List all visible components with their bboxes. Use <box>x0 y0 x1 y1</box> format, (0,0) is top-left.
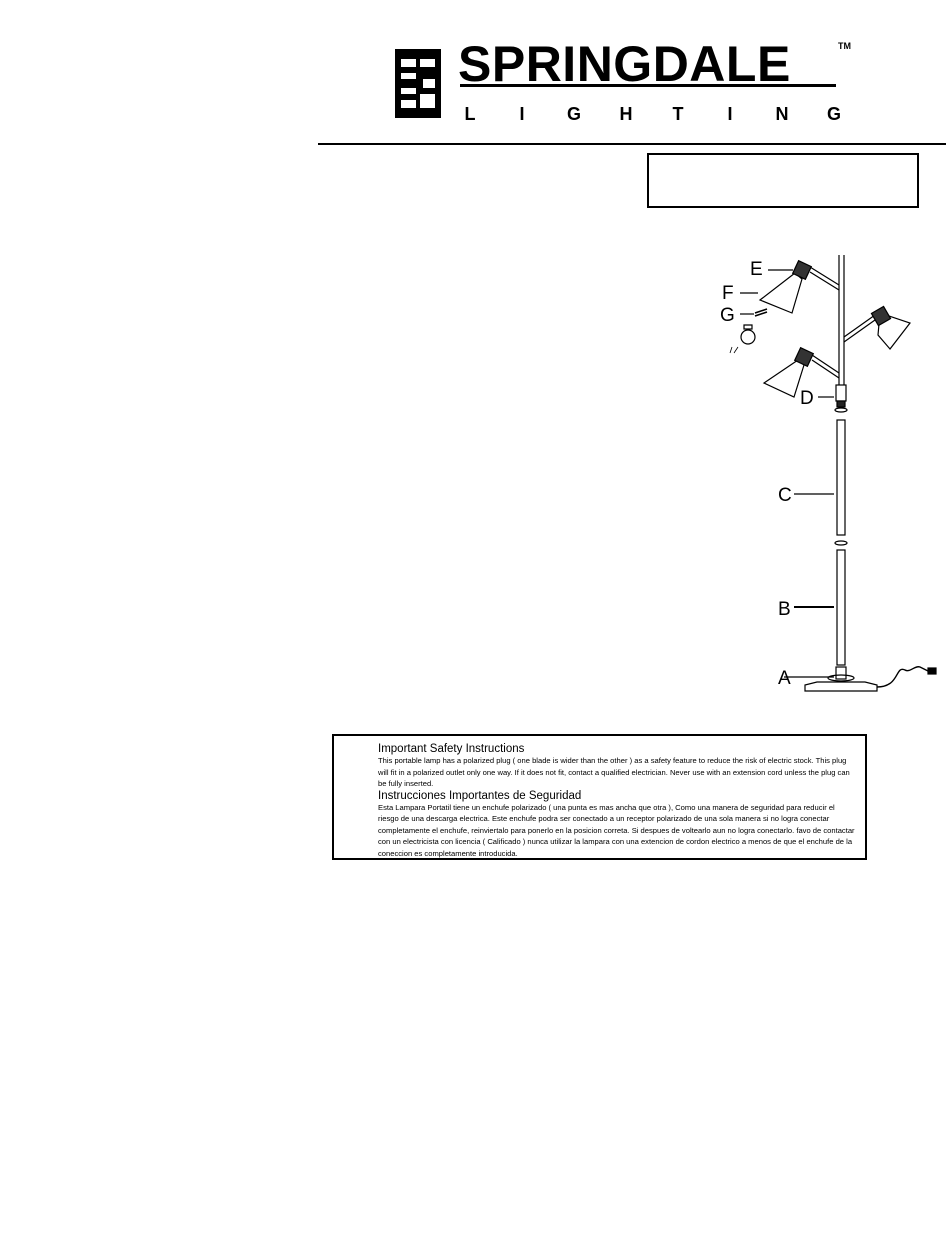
label-g: G <box>720 305 735 326</box>
safety-body-spanish: Esta Lampara Portatil tiene un enchufe p… <box>378 802 855 858</box>
label-b: B <box>778 599 791 620</box>
model-number-box <box>647 153 919 208</box>
brand-sub-letter: I <box>519 104 525 124</box>
brand-sub-letter: G <box>826 104 841 124</box>
bulb <box>740 329 756 345</box>
upper-pole <box>838 255 845 385</box>
label-a: A <box>778 668 791 689</box>
safety-heading-english: Important Safety Instructions <box>378 743 525 755</box>
brand-sub-letter: I <box>727 104 733 124</box>
springdale-logo-mark <box>395 49 441 118</box>
pole-section-c <box>836 419 846 536</box>
brand-underline <box>460 84 836 87</box>
safety-heading-spanish: Instrucciones Importantes de Seguridad <box>378 789 582 802</box>
trademark-symbol: TM <box>838 41 851 51</box>
brand-sub-letter: N <box>775 104 789 124</box>
label-f: F <box>722 283 734 304</box>
safety-instructions-box: Important Safety Instructions This porta… <box>332 734 867 860</box>
lamp-parts-diagram: E F G D C B A <box>720 255 937 692</box>
label-d: D <box>800 388 814 409</box>
brand-subtitle: L I G H T I N G <box>462 104 842 125</box>
arm-right <box>843 314 876 343</box>
shade-lower-left <box>762 359 805 398</box>
brand-name: SPRINGDALE <box>458 36 791 92</box>
safety-body-english: This portable lamp has a polarized plug … <box>378 756 850 788</box>
brand-sub-letter: G <box>566 104 581 124</box>
label-c: C <box>778 485 792 506</box>
header-rule <box>318 143 946 145</box>
lamp-base <box>804 681 878 692</box>
arm-upper-left <box>809 266 840 291</box>
label-e: E <box>750 259 763 280</box>
shade-upper-left <box>758 272 803 314</box>
power-cord <box>876 665 933 688</box>
brand-sub-letter: T <box>672 104 684 124</box>
arm-lower-left <box>811 354 840 379</box>
base-collar <box>835 666 847 680</box>
brand-sub-letter: L <box>464 104 476 124</box>
brand-sub-letter: H <box>619 104 633 124</box>
pole-section-b <box>836 549 846 666</box>
shade-right <box>877 312 911 350</box>
switch-housing <box>835 384 847 402</box>
